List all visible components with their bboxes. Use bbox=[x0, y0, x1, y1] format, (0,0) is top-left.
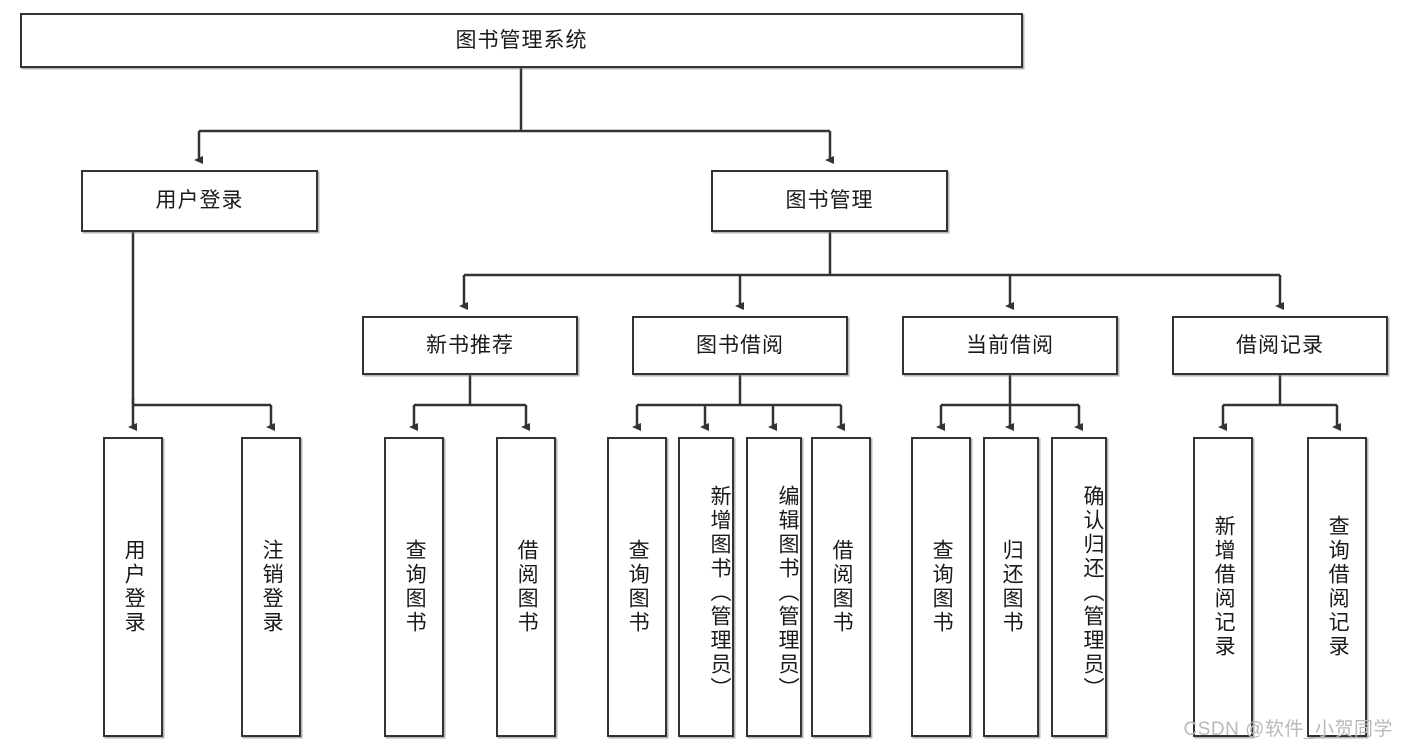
leaf-user-login-logout[interactable]: 注销登录 bbox=[241, 437, 301, 737]
node-label: 用户登录 bbox=[122, 539, 146, 635]
node-label: 图书管理 bbox=[785, 189, 874, 213]
node-new-book-recommend[interactable]: 新书推荐 bbox=[362, 316, 578, 375]
node-book-borrow[interactable]: 图书借阅 bbox=[632, 316, 848, 375]
node-label: 编辑图书（管理员） bbox=[776, 485, 799, 701]
node-root-book-management-system[interactable]: 图书管理系统 bbox=[20, 13, 1023, 68]
leaf-user-login-login[interactable]: 用户登录 bbox=[103, 437, 163, 737]
node-label: 当前借阅 bbox=[966, 333, 1054, 357]
node-label: 借阅记录 bbox=[1236, 333, 1324, 357]
node-label: 查询借阅记录 bbox=[1326, 515, 1350, 659]
leaf-current-borrow-return-book[interactable]: 归还图书 bbox=[983, 437, 1039, 737]
node-label: 新增图书（管理员） bbox=[708, 485, 731, 701]
node-label: 查询图书 bbox=[626, 539, 650, 635]
node-label: 新书推荐 bbox=[426, 333, 514, 357]
leaf-book-borrow-add-book-admin[interactable]: 新增图书（管理员） bbox=[678, 437, 734, 737]
node-label: 图书管理系统 bbox=[455, 28, 588, 52]
node-label: 图书借阅 bbox=[696, 333, 784, 357]
node-borrow-record[interactable]: 借阅记录 bbox=[1172, 316, 1388, 375]
leaf-borrow-record-query-record[interactable]: 查询借阅记录 bbox=[1307, 437, 1367, 737]
node-book-management[interactable]: 图书管理 bbox=[711, 170, 948, 232]
leaf-current-borrow-query-book[interactable]: 查询图书 bbox=[911, 437, 971, 737]
node-label: 注销登录 bbox=[260, 539, 284, 635]
leaf-borrow-record-add-record[interactable]: 新增借阅记录 bbox=[1193, 437, 1253, 737]
leaf-current-borrow-confirm-return-admin[interactable]: 确认归还（管理员） bbox=[1051, 437, 1107, 737]
node-label: 查询图书 bbox=[930, 539, 954, 635]
leaf-book-borrow-edit-book-admin[interactable]: 编辑图书（管理员） bbox=[746, 437, 802, 737]
node-label: 借阅图书 bbox=[830, 539, 854, 635]
leaf-book-borrow-query-book[interactable]: 查询图书 bbox=[607, 437, 667, 737]
node-label: 借阅图书 bbox=[515, 539, 539, 635]
node-label: 归还图书 bbox=[1000, 539, 1024, 635]
node-label: 查询图书 bbox=[403, 539, 427, 635]
leaf-book-borrow-borrow-book[interactable]: 借阅图书 bbox=[811, 437, 871, 737]
node-current-borrow[interactable]: 当前借阅 bbox=[902, 316, 1118, 375]
node-label: 用户登录 bbox=[155, 189, 244, 213]
leaf-new-book-borrow-book[interactable]: 借阅图书 bbox=[496, 437, 556, 737]
node-label: 确认归还（管理员） bbox=[1081, 485, 1104, 701]
leaf-new-book-query-book[interactable]: 查询图书 bbox=[384, 437, 444, 737]
node-user-login[interactable]: 用户登录 bbox=[81, 170, 318, 232]
node-label: 新增借阅记录 bbox=[1212, 515, 1236, 659]
